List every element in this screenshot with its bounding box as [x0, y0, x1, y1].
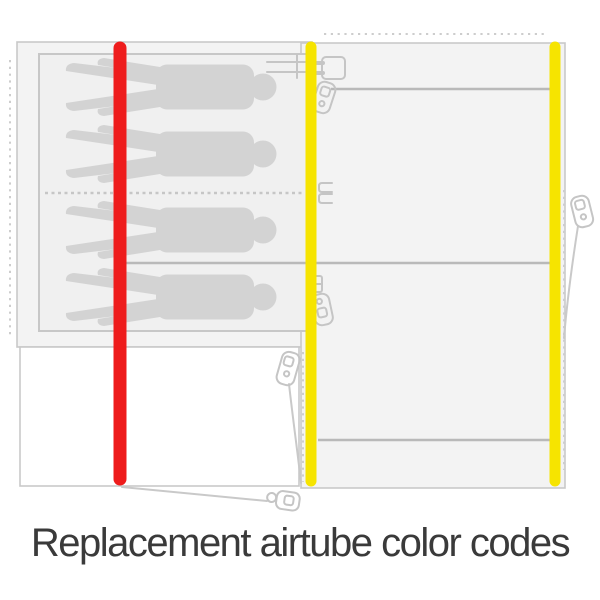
zipper-pull-left-lower [275, 350, 301, 387]
zipper-stop-brackets [318, 182, 333, 204]
diagram-title: Replacement airtube color codes [30, 521, 571, 565]
zipper-cord-left [288, 383, 302, 484]
zipper-cord-right [563, 225, 579, 339]
zipper-top-connector [266, 54, 346, 80]
lower-flap [19, 346, 300, 487]
zipper-cord-bottom [121, 486, 268, 502]
right-panel [300, 42, 566, 489]
zipper-pull-bottom [266, 490, 301, 512]
zipper-pull-right [570, 194, 595, 229]
